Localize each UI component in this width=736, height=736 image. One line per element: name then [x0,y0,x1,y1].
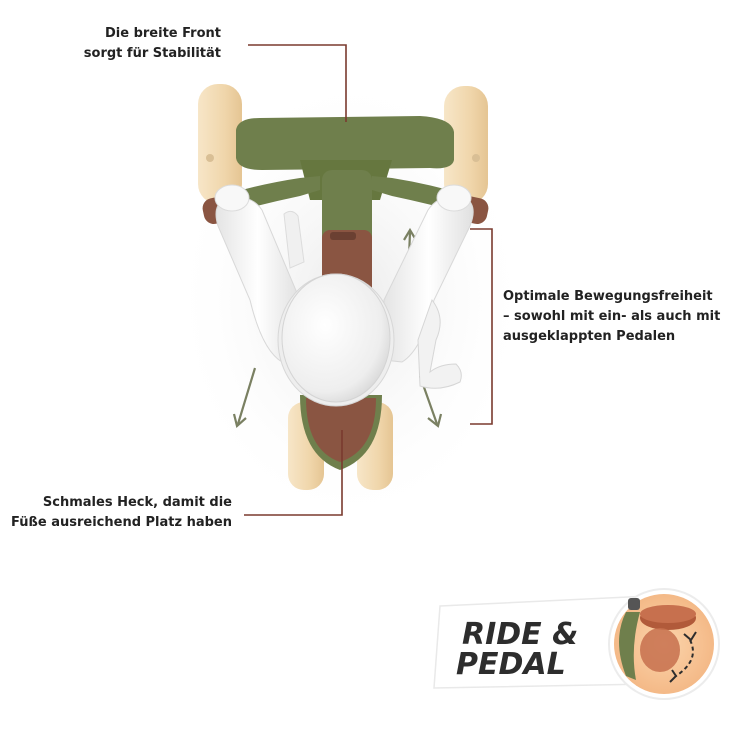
leader-movement [470,228,493,425]
annotation-front-line2: sorgt für Stabilität [83,46,221,61]
annotation-rear-line1: Schmales Heck, damit die [42,495,232,510]
pedal-icon [619,598,697,683]
annotation-narrow-rear: Schmales Heck, damit die Füße ausreichen… [11,493,232,533]
front-wheel-right [444,86,488,204]
front-wheel-left [198,84,242,204]
badge-line1: RIDE & [462,617,578,652]
annotation-movement-line2: – sowohl mit ein- als auch mit [503,309,721,324]
leader-front [248,44,347,122]
badge-line2: PEDAL [456,647,566,682]
ride-and-pedal-badge: RIDE & PEDAL [433,588,720,700]
rider-figure [214,184,474,407]
annotation-movement-line3: ausgeklappten Pedalen [503,329,676,344]
annotation-freedom-of-movement: Optimale Bewegungsfreiheit – sowohl mit … [503,287,720,347]
leader-rear [244,430,343,516]
annotation-front-line1: Die breite Front [105,26,221,41]
annotation-front-stability: Die breite Front sorgt für Stabilität [84,24,221,64]
leader-lines [244,44,493,516]
rear-frame [300,395,382,470]
annotation-rear-line2: Füße ausreichend Platz haben [11,515,232,530]
annotation-movement-line1: Optimale Bewegungsfreiheit [503,289,713,304]
